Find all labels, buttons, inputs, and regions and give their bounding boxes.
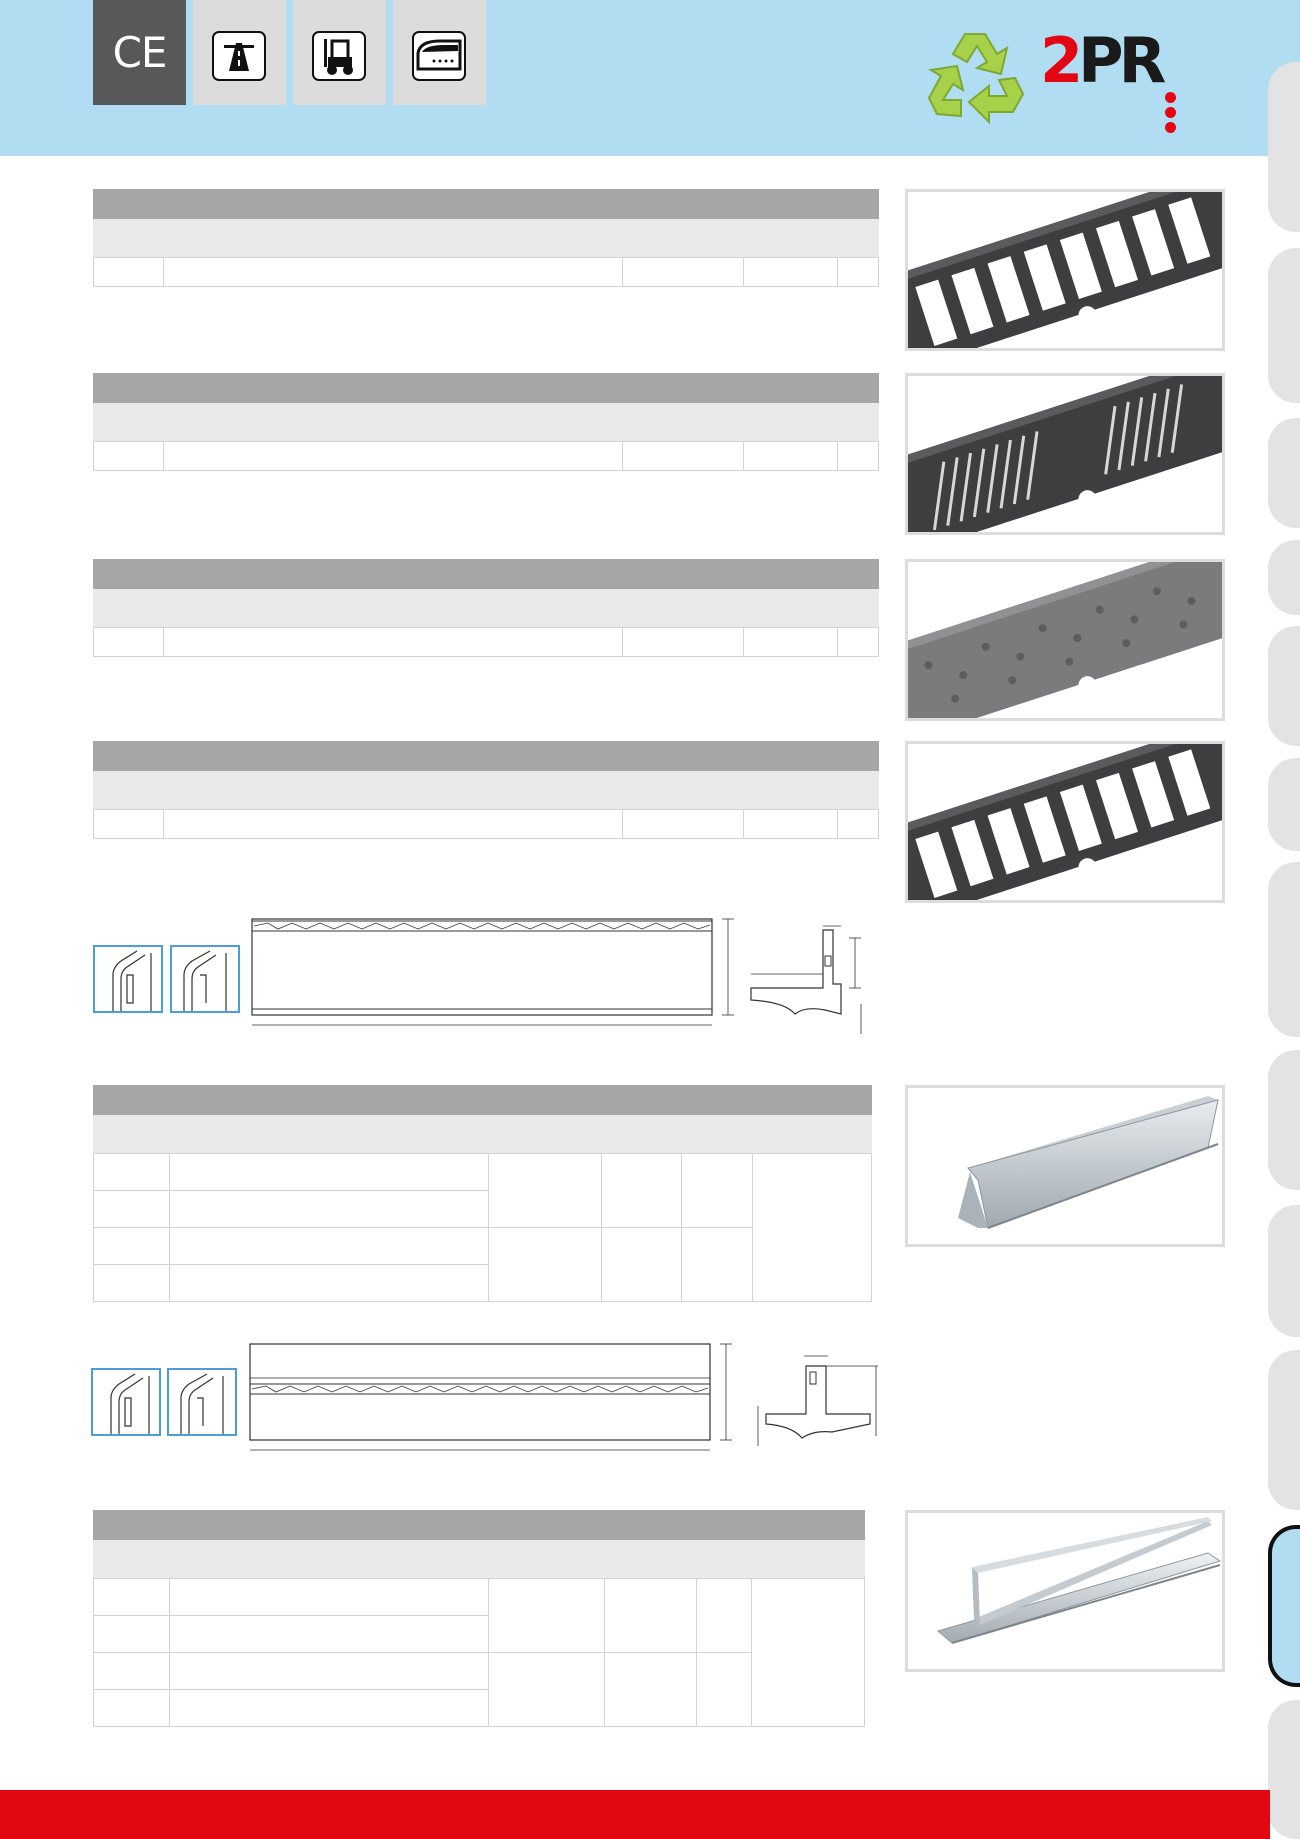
table-row [93, 1153, 872, 1302]
section-title-bar [93, 559, 879, 589]
chapter-tab[interactable] [1268, 1350, 1300, 1510]
table-row [93, 1578, 865, 1727]
product-photo-frame-tee [905, 1510, 1225, 1672]
logo-dot [1165, 107, 1176, 118]
logo-digit: 2 [1040, 24, 1083, 97]
table-row [93, 809, 879, 839]
section-subheader [93, 589, 879, 627]
section-title-bar [93, 1510, 865, 1540]
chapter-tab[interactable] [1268, 248, 1300, 403]
detail-thumbnail [93, 945, 163, 1018]
chapter-tab[interactable] [1268, 626, 1300, 746]
chapter-tabs [1268, 0, 1300, 1839]
brand-logo: 2PR [1040, 30, 1176, 133]
detail-thumbnail [167, 1368, 237, 1441]
forklift-badge [293, 0, 386, 105]
footer-bar [0, 1790, 1270, 1839]
chapter-tab[interactable] [1268, 1050, 1300, 1190]
chapter-tab[interactable] [1268, 1700, 1300, 1839]
section-title-bar [93, 189, 879, 219]
chapter-tab[interactable] [1268, 1205, 1300, 1337]
section-subheader [93, 403, 879, 441]
section-subheader [93, 771, 879, 809]
section-title-bar [93, 1085, 872, 1115]
section-title-bar [93, 373, 879, 403]
chapter-tab-active[interactable] [1268, 1525, 1300, 1687]
spec-table [93, 627, 879, 657]
highway-icon [212, 31, 266, 81]
section-subheader [93, 1540, 865, 1578]
table-row [93, 1227, 872, 1302]
table-row [93, 1689, 865, 1727]
spec-table [93, 1153, 872, 1302]
chapter-tab[interactable] [1268, 758, 1300, 851]
forklift-icon [312, 31, 366, 81]
table-row [93, 257, 879, 287]
spec-table [93, 257, 879, 287]
product-photo-grate-slotted [905, 189, 1225, 351]
recycle-icon [925, 28, 1025, 131]
chapter-tab[interactable] [1268, 418, 1300, 528]
highway-badge [193, 0, 286, 105]
detail-thumbnail [91, 1368, 161, 1441]
table-row [93, 1652, 865, 1727]
table-row [93, 441, 879, 471]
tee-profile-section-drawing [748, 1350, 888, 1465]
chapter-tab[interactable] [1268, 540, 1300, 615]
spec-table [93, 1578, 865, 1727]
ce-mark-badge: CE [93, 0, 186, 105]
section-title-bar [93, 741, 879, 771]
product-photo-grate-slotted [905, 741, 1225, 903]
table-row [93, 627, 879, 657]
product-photo-frame-angle [905, 1085, 1225, 1247]
logo-dot [1165, 92, 1176, 103]
frame-elevation-drawing [248, 915, 738, 1040]
spec-table [93, 809, 879, 839]
angle-profile-section-drawing [745, 918, 885, 1043]
chapter-tab[interactable] [1268, 62, 1300, 232]
logo-letters: PR [1078, 24, 1166, 97]
page-header: CE [0, 0, 1300, 156]
product-photo-grate-wave [905, 373, 1225, 535]
high-speed-train-icon [412, 31, 466, 81]
ce-mark-label: CE [112, 28, 168, 77]
section-subheader [93, 1115, 872, 1153]
spec-table [93, 441, 879, 471]
chapter-tab[interactable] [1268, 862, 1300, 1037]
train-badge [393, 0, 486, 105]
detail-thumbnail [170, 945, 240, 1018]
table-row [93, 1264, 872, 1302]
product-photo-grate-solid [905, 559, 1225, 721]
frame-elevation-drawing [246, 1340, 736, 1465]
section-subheader [93, 219, 879, 257]
logo-dot [1165, 122, 1176, 133]
